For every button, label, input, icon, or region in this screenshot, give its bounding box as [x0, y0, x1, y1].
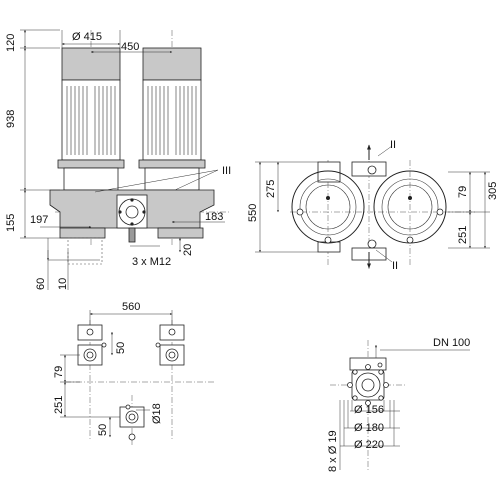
left-motor-fan-cover: [61, 47, 121, 81]
right-fan-grille: [381, 178, 439, 236]
right-lantern: [144, 167, 200, 191]
left-motor-fins: [66, 86, 116, 155]
dim-foot-width: 560: [122, 301, 140, 313]
right-motor-fan-cover: [142, 47, 202, 81]
dim-foot-offset: 10: [57, 278, 69, 290]
pump-housing: [49, 189, 215, 265]
dim-diameter-motor: Ø 415: [72, 31, 102, 43]
dim-total-depth: 550: [247, 204, 259, 222]
dim-offset-79: 79: [53, 366, 65, 378]
dim-right-total: 305: [487, 182, 499, 200]
left-motor-flange: [57, 159, 125, 169]
left-foot: [59, 227, 106, 239]
dim-gap: 20: [182, 244, 194, 256]
dim-hole: Ø18: [151, 403, 163, 424]
left-motor-body: [61, 79, 121, 161]
dim-d156: Ø 156: [354, 404, 384, 416]
dim-pad-bottom: 50: [97, 424, 109, 436]
marker-two-bottom: II: [392, 260, 398, 272]
right-motor-flange: [138, 159, 206, 169]
top-view: II II 550 275 79 305 251: [247, 139, 499, 272]
foot-plan: 560 50 79 251 50 Ø18: [53, 301, 215, 445]
dim-width-motors: 450: [121, 41, 139, 53]
marker-three-label: III: [222, 165, 231, 177]
bottom-left-box: [317, 241, 341, 253]
dim-upper-left: 275: [265, 180, 277, 198]
dim-pad-top: 50: [115, 342, 127, 354]
right-foot: [157, 227, 204, 239]
dim-bolts: 8 x Ø 19: [327, 430, 339, 472]
dim-motor-height: 938: [5, 110, 17, 128]
flange-bore: [361, 378, 375, 392]
top-port: [367, 165, 377, 175]
bottom-port: [367, 239, 377, 249]
left-motor: [57, 47, 125, 191]
left-fan-grille: [299, 178, 357, 236]
left-lantern: [63, 167, 119, 191]
center-flange-bore: [125, 205, 139, 219]
front-view: III Ø 415 450 120 938 155 197 183 60 10: [5, 29, 231, 290]
dim-offset-251: 251: [53, 396, 65, 414]
dim-lower-right: 251: [457, 226, 469, 244]
dim-d180: Ø 180: [354, 422, 384, 434]
bolt-label: 3 x M12: [132, 256, 171, 268]
dim-base-height: 155: [5, 214, 17, 232]
dim-foot-height: 60: [35, 278, 47, 290]
marker-two-top: II: [390, 139, 396, 151]
flange-detail: DN 100 Ø 156 Ø 180 Ø 220 8 x Ø 19: [327, 337, 470, 472]
dim-top: 120: [5, 34, 17, 52]
center-support: [128, 227, 136, 243]
right-motor-fins: [147, 86, 197, 155]
dim-upper-right: 79: [457, 186, 469, 198]
hidden-base-outline: [67, 237, 103, 265]
dim-left-flange: 197: [30, 214, 48, 226]
dim-right-flange: 183: [205, 211, 223, 223]
dim-d220: Ø 220: [354, 439, 384, 451]
label-dn: DN 100: [433, 337, 470, 349]
right-motor: [138, 47, 206, 191]
